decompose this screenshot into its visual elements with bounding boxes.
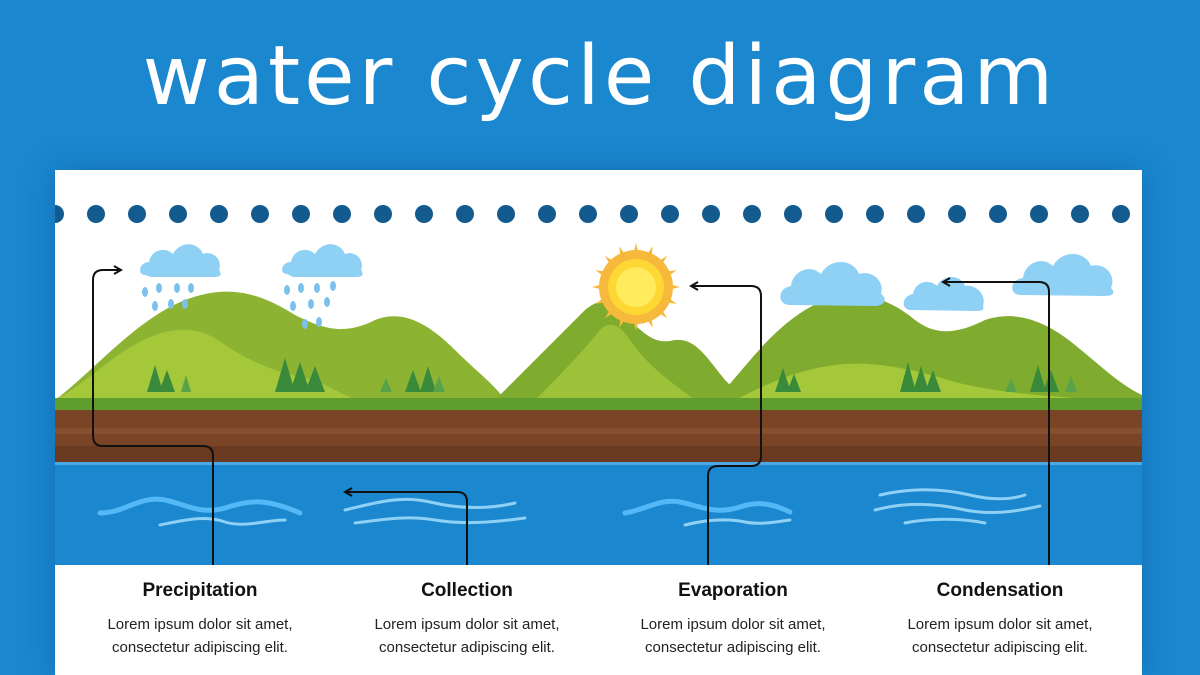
border-dot [374,205,392,223]
stage-condensation: Condensation Lorem ipsum dolor sit amet,… [865,565,1135,659]
stage-description-line: consectetur adipiscing elit. [598,636,868,659]
border-dot [948,205,966,223]
grass-strip [55,398,1142,410]
stage-description: Lorem ipsum dolor sit amet, consectetur … [65,613,335,659]
stage-precipitation: Precipitation Lorem ipsum dolor sit amet… [65,565,335,659]
border-dot [251,205,269,223]
water-body [55,462,1142,565]
border-dot [292,205,310,223]
border-dot [333,205,351,223]
border-dot [87,205,105,223]
stage-description-line: consectetur adipiscing elit. [332,636,602,659]
stage-description-line: Lorem ipsum dolor sit amet, [598,613,868,636]
border-dot [866,205,884,223]
soil [55,410,1142,462]
border-dot [743,205,761,223]
stage-description: Lorem ipsum dolor sit amet, consectetur … [332,613,602,659]
stage-description: Lorem ipsum dolor sit amet, consectetur … [865,613,1135,659]
stage-collection: Collection Lorem ipsum dolor sit amet, c… [332,565,602,659]
stage-description: Lorem ipsum dolor sit amet, consectetur … [598,613,868,659]
border-dot [1071,205,1089,223]
stage-title: Evaporation [598,579,868,603]
border-dot [989,205,1007,223]
sun-icon [592,243,680,331]
stage-description-line: Lorem ipsum dolor sit amet, [865,613,1135,636]
border-dot [538,205,556,223]
border-dot [169,205,187,223]
stage-description-line: consectetur adipiscing elit. [65,636,335,659]
border-dot [1112,205,1130,223]
border-dot [55,205,64,223]
border-dot [825,205,843,223]
border-dot [579,205,597,223]
stage-labels: Precipitation Lorem ipsum dolor sit amet… [55,565,1142,675]
border-dot [415,205,433,223]
page-title: water cycle diagram [0,22,1200,132]
border-dot [210,205,228,223]
border-dot [456,205,474,223]
stage-title: Condensation [865,579,1135,603]
stage-description-line: Lorem ipsum dolor sit amet, [332,613,602,636]
stage-evaporation: Evaporation Lorem ipsum dolor sit amet, … [598,565,868,659]
border-dot [784,205,802,223]
border-dot [907,205,925,223]
border-dot [620,205,638,223]
stage-title: Collection [332,579,602,603]
stage-description-line: Lorem ipsum dolor sit amet, [65,613,335,636]
border-dot [702,205,720,223]
diagram-card: Precipitation Lorem ipsum dolor sit amet… [55,170,1142,675]
border-dot [128,205,146,223]
border-dot [1030,205,1048,223]
dot-border [55,205,1130,223]
border-dot [497,205,515,223]
stage-title: Precipitation [65,579,335,603]
border-dot [661,205,679,223]
stage-description-line: consectetur adipiscing elit. [865,636,1135,659]
